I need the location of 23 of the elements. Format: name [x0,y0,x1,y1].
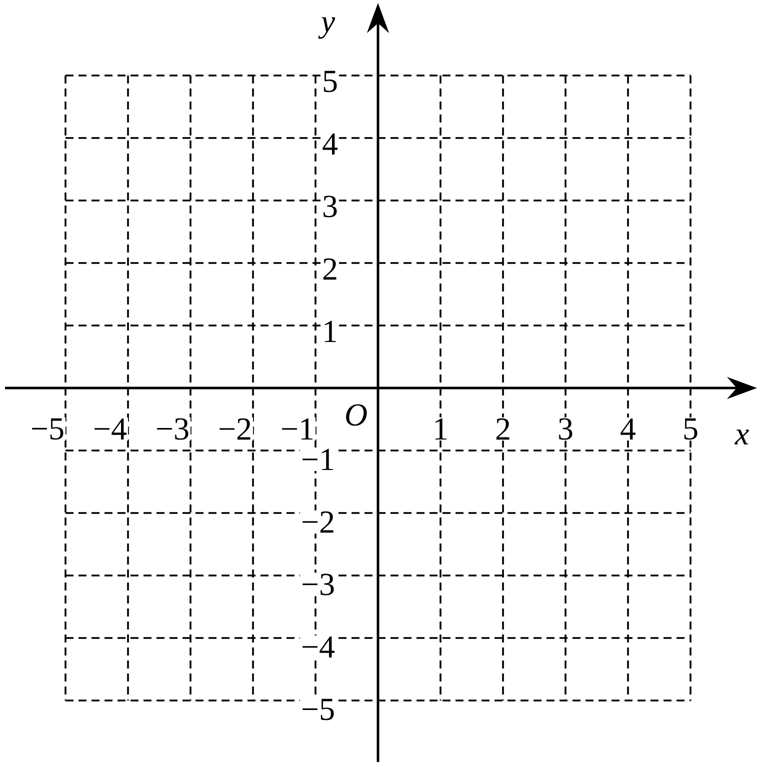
tick-label: 3 [321,194,339,218]
tick-label: 5 [321,70,339,94]
tick-label: −2 [300,510,336,534]
tick-label: 2 [321,257,339,281]
tick-label: 4 [619,417,638,441]
tick-label: −3 [154,417,191,441]
tick-label: −4 [92,417,128,441]
tick-label: 1 [432,417,450,441]
axis-label: y [318,16,336,40]
tick-label: −4 [300,635,336,659]
tick-label: 1 [321,320,339,344]
tick-label: 4 [321,132,339,156]
tick-label: 3 [556,417,574,441]
tick-label: −5 [29,417,66,441]
tick-label: 2 [494,417,512,441]
axis-label: x [734,428,750,446]
tick-label: −1 [279,417,316,441]
tick-label: −5 [300,698,336,722]
tick-label: −2 [216,417,254,441]
tick-label: −3 [300,572,336,596]
origin-label: O [343,403,369,427]
tick-label: 5 [682,417,700,441]
tick-label: −1 [300,448,336,472]
